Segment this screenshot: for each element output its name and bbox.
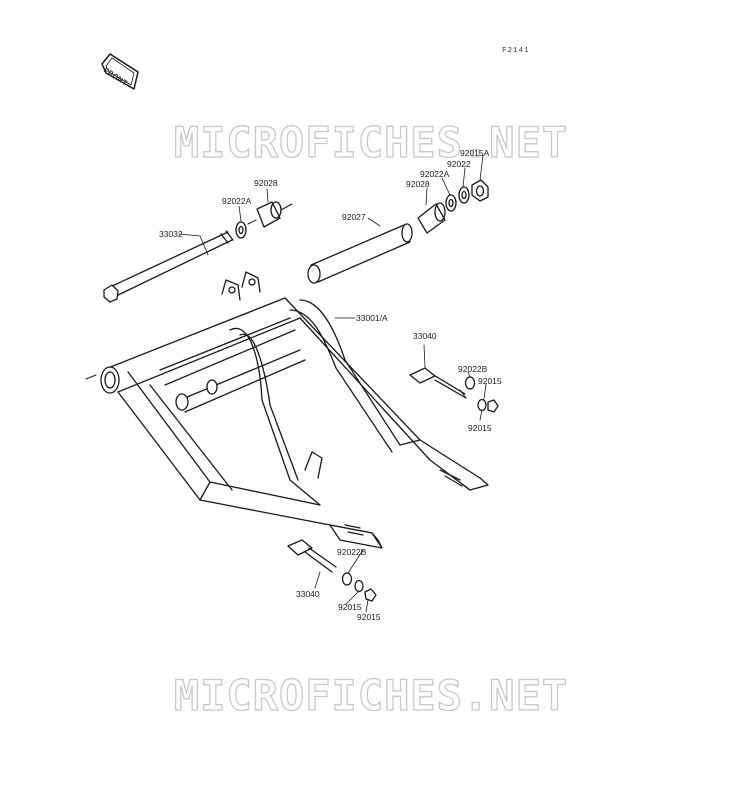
left-collar-parts bbox=[235, 201, 293, 239]
label-92027: 92027 bbox=[342, 212, 366, 222]
right-collar-parts bbox=[417, 179, 489, 234]
center-sleeve bbox=[307, 223, 413, 284]
label-92015-upper-a: 92015 bbox=[478, 376, 502, 386]
leader-lines bbox=[178, 154, 487, 613]
pivot-shaft bbox=[103, 230, 234, 303]
label-92022b-lower: 92022B bbox=[337, 547, 367, 557]
watermark-bottom: MICROFICHES.NET bbox=[173, 671, 569, 720]
label-92015-lower-b: 92015 bbox=[357, 612, 381, 622]
label-33040-lower: 33040 bbox=[296, 589, 320, 599]
label-92022b-upper: 92022B bbox=[458, 364, 488, 374]
figure-code: F2141 bbox=[502, 47, 530, 55]
label-92015-upper-b: 92015 bbox=[468, 423, 492, 433]
swingarm-body bbox=[85, 271, 489, 549]
label-33001a: 33001/A bbox=[356, 313, 388, 323]
label-92015-lower-a: 92015 bbox=[338, 602, 362, 612]
label-33040-upper: 33040 bbox=[413, 331, 437, 341]
upper-chain-adjuster bbox=[409, 367, 499, 413]
watermark-top: MICROFICHES.NET bbox=[173, 118, 569, 167]
lower-chain-adjuster bbox=[287, 539, 377, 602]
label-33032: 33032 bbox=[159, 229, 183, 239]
label-92022-right: 92022 bbox=[447, 159, 471, 169]
front-arrow-icon bbox=[101, 53, 139, 90]
label-92028-left: 92028 bbox=[254, 178, 278, 188]
label-92028-right: 92028 bbox=[406, 179, 430, 189]
label-92022a-left: 92022A bbox=[222, 196, 252, 206]
label-92022a-right: 92022A bbox=[420, 169, 450, 179]
label-92015a: 92015A bbox=[460, 148, 490, 158]
